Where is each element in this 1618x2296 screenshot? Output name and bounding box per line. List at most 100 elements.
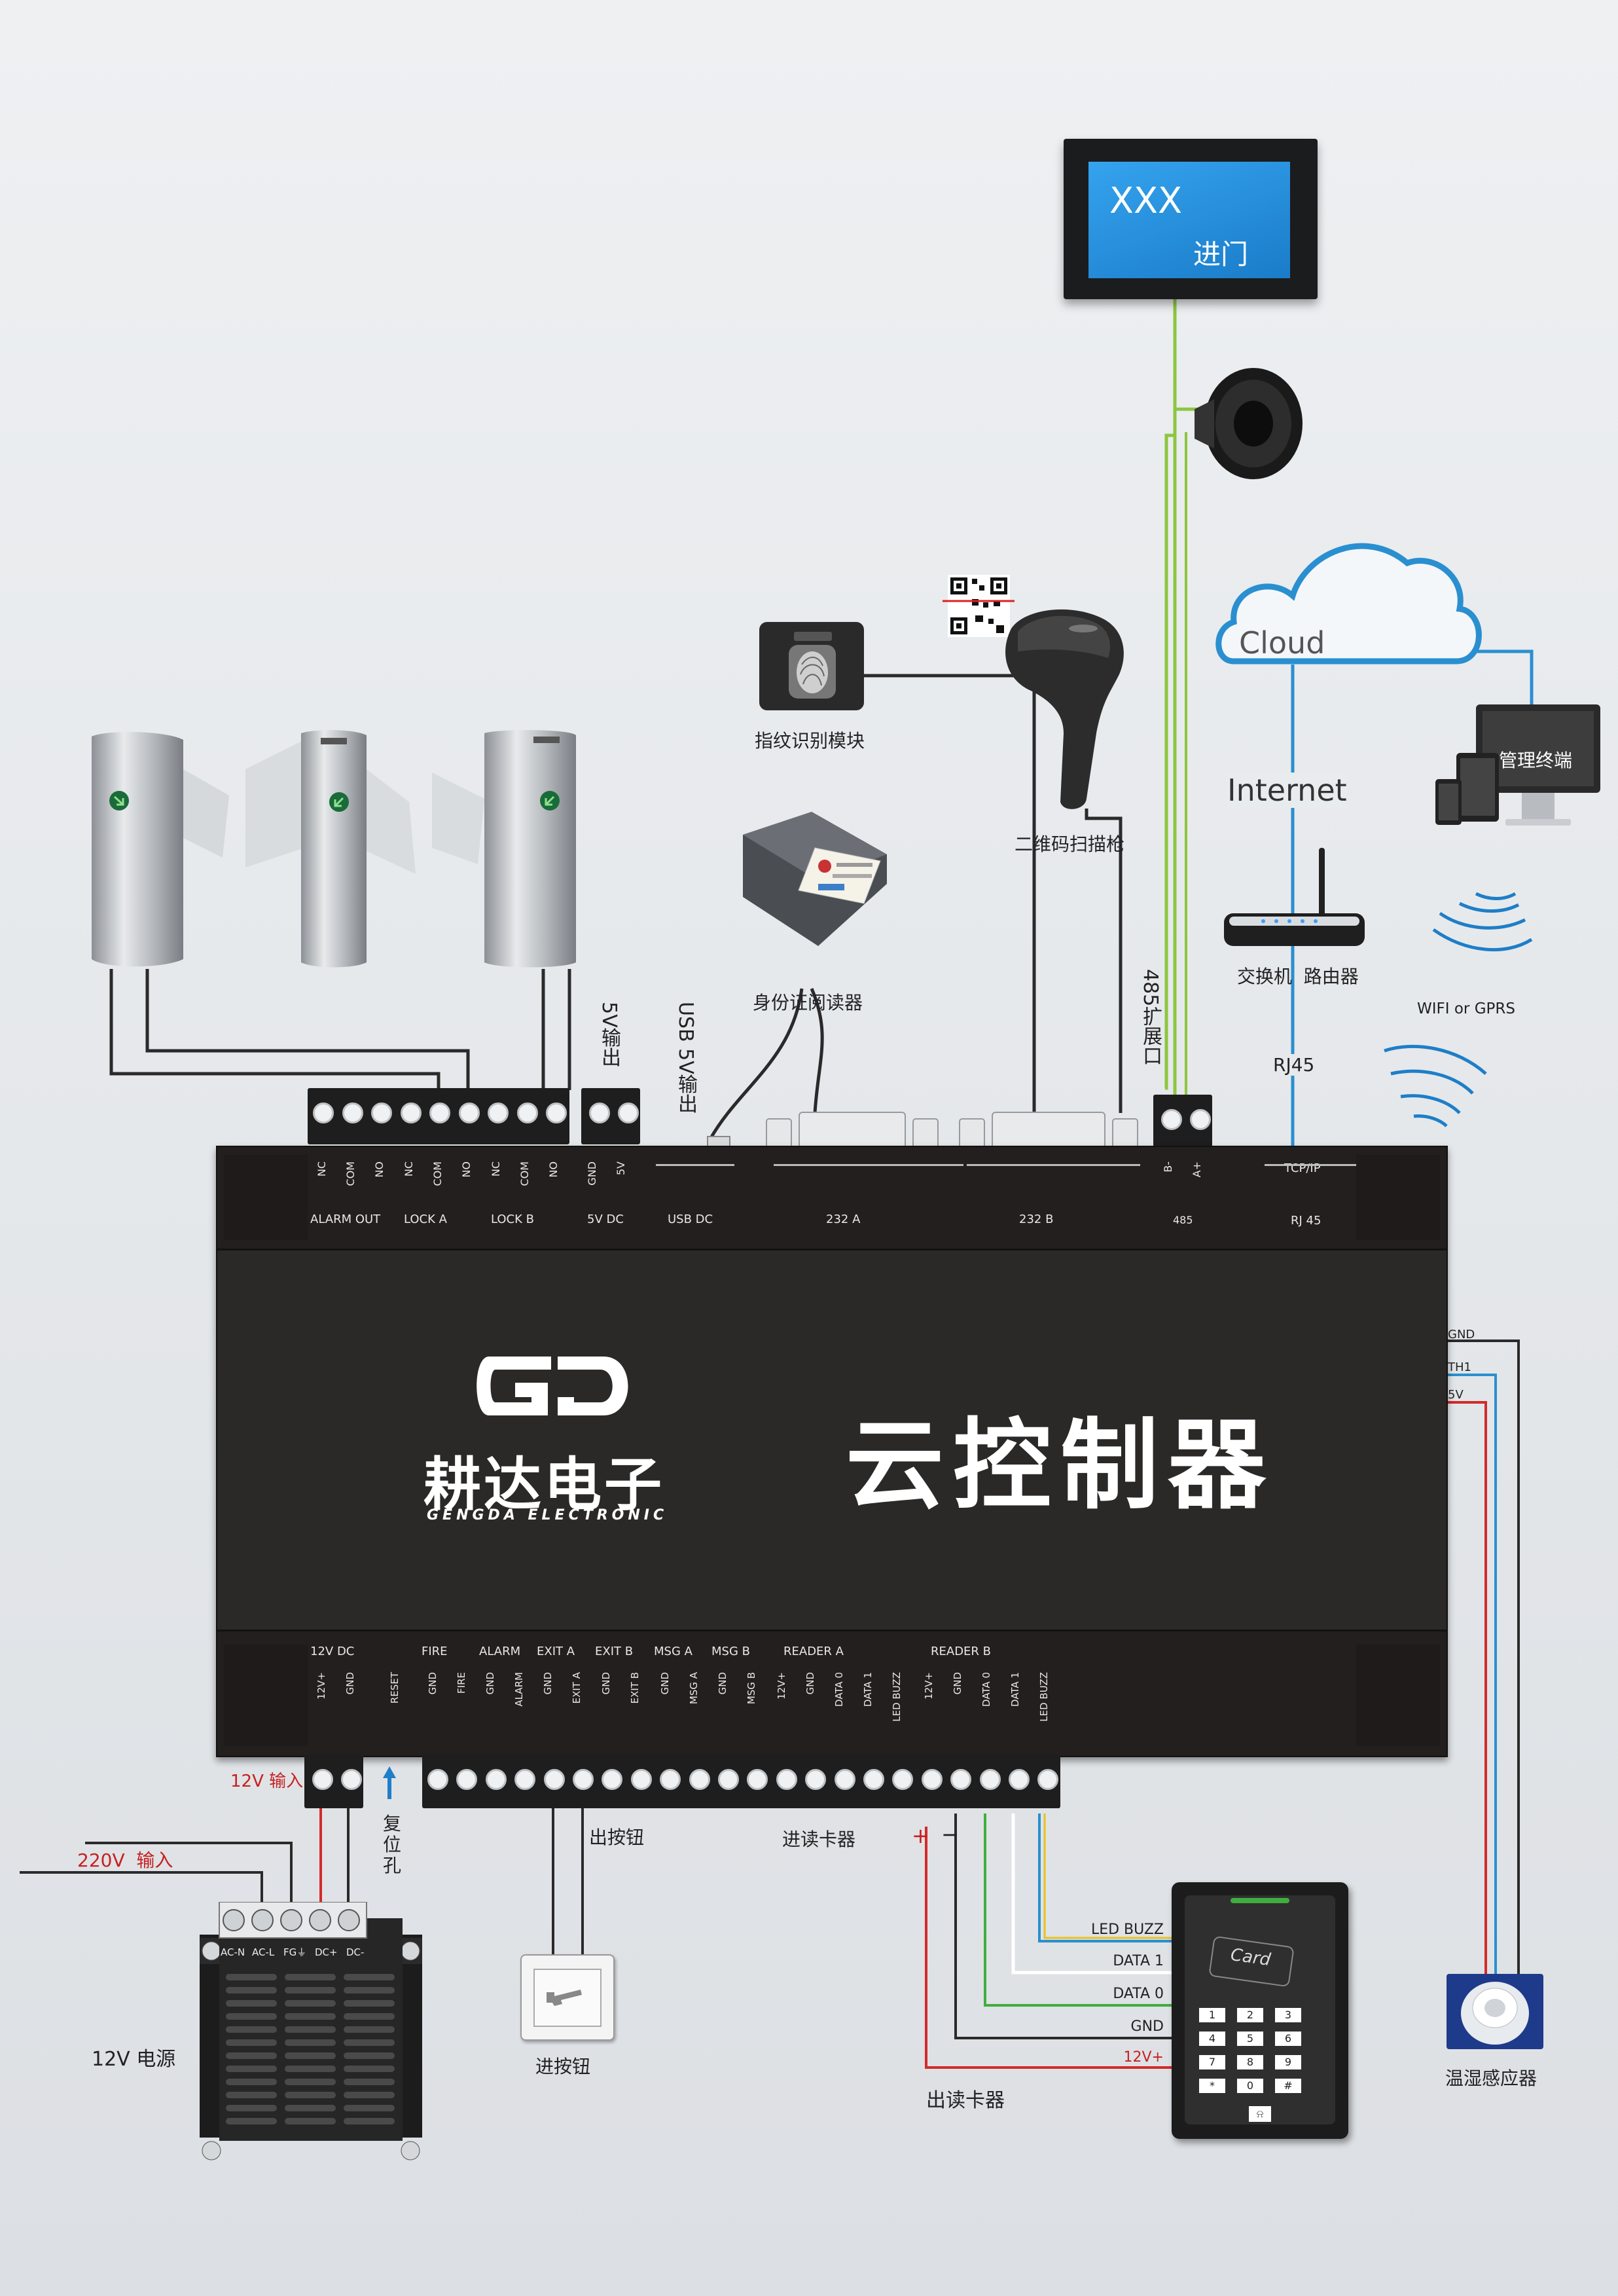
top-terminal-screw[interactable] <box>516 1102 538 1123</box>
pin-label: EXIT B <box>595 1645 634 1658</box>
pin-label: LOCK B <box>491 1212 534 1226</box>
io-terminal-screw[interactable] <box>485 1769 507 1790</box>
io-terminal-screw[interactable] <box>689 1769 710 1790</box>
pin-label: 232 A <box>826 1212 861 1226</box>
enter-button-device[interactable] <box>520 1954 615 2041</box>
keypad-key[interactable]: # <box>1275 2079 1301 2093</box>
dc5v-terminal-screw[interactable] <box>618 1102 639 1123</box>
reader-wire-label: DATA 1 <box>1113 1953 1164 1969</box>
vent-slot <box>285 2013 336 2020</box>
vent-slot <box>285 2000 336 2007</box>
vent-slot <box>285 2079 336 2085</box>
wire-scanner <box>1085 809 1123 1113</box>
top-terminal-screw[interactable] <box>458 1102 480 1123</box>
vent-slot <box>226 1974 277 1980</box>
serial-port-b[interactable] <box>959 1112 1138 1152</box>
vent-slot <box>226 1987 277 1994</box>
pin-label: NO <box>460 1161 473 1178</box>
keypad-key[interactable]: 6 <box>1275 2032 1301 2046</box>
vent-slot <box>226 2092 277 2098</box>
rj45-cable-label: RJ45 <box>1273 1054 1315 1076</box>
id-card-reader-icon <box>743 812 887 946</box>
io-terminal-screw[interactable] <box>602 1769 623 1790</box>
keypad-key[interactable]: 1 <box>1199 2008 1225 2022</box>
wire-id-reader <box>810 988 824 1114</box>
power-terminal-screw[interactable] <box>312 1769 333 1790</box>
pin-label: EXIT B <box>629 1672 641 1704</box>
keypad-key[interactable]: 0 <box>1237 2079 1263 2093</box>
keypad-key[interactable]: 8 <box>1237 2055 1263 2069</box>
label-enter-button: 进按钮 <box>535 2056 591 2077</box>
psu-pin-label: DC- <box>346 1946 364 1958</box>
io-terminal-screw[interactable] <box>514 1769 536 1790</box>
io-terminal-screw[interactable] <box>456 1769 478 1790</box>
label-minus: − <box>941 1822 959 1847</box>
top-terminal-screw[interactable] <box>488 1102 509 1123</box>
io-terminal-screw[interactable] <box>834 1769 855 1790</box>
io-terminal-screw[interactable] <box>863 1769 884 1790</box>
io-terminal-screw[interactable] <box>1009 1769 1030 1790</box>
pin-label: LOCK A <box>404 1212 447 1226</box>
vent-slot <box>344 2052 395 2059</box>
top-terminal-screw[interactable] <box>371 1102 392 1123</box>
pin-label: MSG B <box>746 1672 757 1705</box>
bell-key[interactable]: ⍾ <box>1249 2106 1271 2122</box>
keypad-key[interactable]: 7 <box>1199 2055 1225 2069</box>
power-terminal-screw[interactable] <box>341 1769 362 1790</box>
wire-turnstile-2 <box>145 969 470 1090</box>
io-terminal-screw[interactable] <box>950 1769 972 1790</box>
io-terminal-screw[interactable] <box>718 1769 739 1790</box>
io-terminal-screw[interactable] <box>630 1769 652 1790</box>
sensor-wire-5v: 5V <box>1448 1388 1464 1402</box>
vent-slot <box>285 2105 336 2111</box>
top-terminal-screw[interactable] <box>400 1102 422 1123</box>
label-220v-input: 220V 输入 <box>77 1850 173 1871</box>
humidity-sensor-device <box>1447 1974 1543 2049</box>
vent-slot <box>344 2079 395 2085</box>
io-terminal-screw[interactable] <box>776 1769 797 1790</box>
vent-slot <box>344 2039 395 2046</box>
door-display: XXX 进门 <box>1064 139 1318 299</box>
top-terminal-screw[interactable] <box>429 1102 450 1123</box>
pin-label: ALARM OUT <box>310 1212 381 1226</box>
pin-label: LED BUZZ <box>891 1672 903 1722</box>
top-terminal-screw[interactable] <box>313 1102 334 1123</box>
keypad-key[interactable]: 5 <box>1237 2032 1263 2046</box>
display-line-2: 进门 <box>1193 238 1249 270</box>
keypad-key[interactable]: 4 <box>1199 2032 1225 2046</box>
rail-divider <box>774 1164 963 1166</box>
pin-label: EXIT A <box>571 1672 583 1704</box>
label-out-reader: 出读卡器 <box>926 2089 1005 2112</box>
wire-reader-led-b <box>1038 1813 1172 1942</box>
keypad-key[interactable]: 2 <box>1237 2008 1263 2022</box>
io-terminal-screw[interactable] <box>573 1769 594 1790</box>
wire-220v-l <box>85 1842 293 1908</box>
pin-label: 5V DC <box>587 1212 624 1226</box>
rs485-terminal-screw[interactable] <box>1161 1109 1182 1130</box>
io-terminal-screw[interactable] <box>805 1769 827 1790</box>
display-line-1: XXX <box>1109 180 1182 221</box>
label-usb-5v-output: USB 5V输出 <box>674 1002 697 1114</box>
io-terminal-screw[interactable] <box>747 1769 768 1790</box>
io-terminal-screw[interactable] <box>1037 1769 1059 1790</box>
dc5v-terminal-screw[interactable] <box>589 1102 610 1123</box>
vent-slot <box>344 1987 395 1994</box>
serial-port-a[interactable] <box>766 1112 939 1152</box>
io-terminal-screw[interactable] <box>921 1769 943 1790</box>
rs485-terminal-screw[interactable] <box>1190 1109 1211 1130</box>
io-terminal-screw[interactable] <box>427 1769 448 1790</box>
keypad-key[interactable]: 3 <box>1275 2008 1301 2022</box>
io-terminal-screw[interactable] <box>892 1769 914 1790</box>
top-terminal-screw[interactable] <box>342 1102 363 1123</box>
keypad-key[interactable]: * <box>1199 2079 1225 2093</box>
wire-reader-d0 <box>984 1813 1172 2007</box>
keypad-key[interactable]: 9 <box>1275 2055 1301 2069</box>
pin-label: GND <box>717 1672 728 1695</box>
io-terminal-screw[interactable] <box>660 1769 681 1790</box>
io-terminal-screw[interactable] <box>979 1769 1001 1790</box>
vent-slot <box>285 2092 336 2098</box>
io-terminal-screw[interactable] <box>543 1769 565 1790</box>
vent-slot <box>344 2013 395 2020</box>
top-terminal-screw[interactable] <box>546 1102 567 1123</box>
